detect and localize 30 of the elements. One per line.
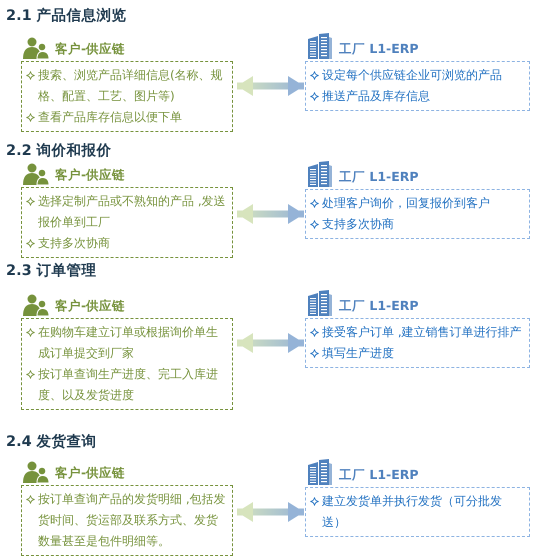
list-item: 在购物车建立订单或根据询价单生成订单提交到厂家 xyxy=(38,325,218,360)
double-arrow xyxy=(237,333,304,353)
section-title: 2.3 订单管理 xyxy=(6,262,97,280)
group-heading: 客户-供应链 xyxy=(55,41,126,58)
group-heading: 工厂 L1-ERP xyxy=(339,41,419,58)
group-heading: 客户-供应链 xyxy=(55,465,126,482)
group-heading: 客户-供应链 xyxy=(55,167,126,184)
list-item: 按订单查询产品的发货明细 ,包括发货时间、货运部及联系方式、发货数量甚至是包件明细等。 xyxy=(38,492,226,548)
list-item: 支持多次协商 xyxy=(38,236,110,250)
group-heading: 工厂 L1-ERP xyxy=(339,298,419,315)
list-item: 设定每个供应链企业可浏览的产品 xyxy=(322,68,502,82)
group-heading: 工厂 L1-ERP xyxy=(339,169,419,186)
double-arrow xyxy=(237,76,304,96)
group-heading: 工厂 L1-ERP xyxy=(339,467,419,484)
section-title: 2.2 询价和报价 xyxy=(6,142,112,160)
group-heading: 客户-供应链 xyxy=(55,298,126,315)
double-arrow xyxy=(237,204,304,224)
list-item: 处理客户询价，回复报价到客户 xyxy=(322,196,490,210)
list-item: 查看产品库存信息以便下单 xyxy=(38,110,182,124)
double-arrow xyxy=(237,502,304,522)
list-item: 推送产品及库存信息 xyxy=(322,89,430,103)
list-item: 按订单查询生产进度、完工入库进度、以及发货进度 xyxy=(38,367,218,402)
list-item: 支持多次协商 xyxy=(322,217,394,231)
section-title: 2.1 产品信息浏览 xyxy=(6,7,127,25)
section-title: 2.4 发货查询 xyxy=(6,433,97,451)
list-item: 搜索、浏览产品详细信息(名称、规格、配置、工艺、图片等) xyxy=(38,68,223,103)
list-item: 建立发货单并执行发货（可分批发送） xyxy=(322,494,502,529)
list-item: 选择定制产品或不熟知的产品 ,发送报价单到工厂 xyxy=(38,194,226,229)
list-item: 填写生产进度 xyxy=(322,346,394,360)
list-item: 接受客户订单 ,建立销售订单进行排产 xyxy=(322,325,522,339)
